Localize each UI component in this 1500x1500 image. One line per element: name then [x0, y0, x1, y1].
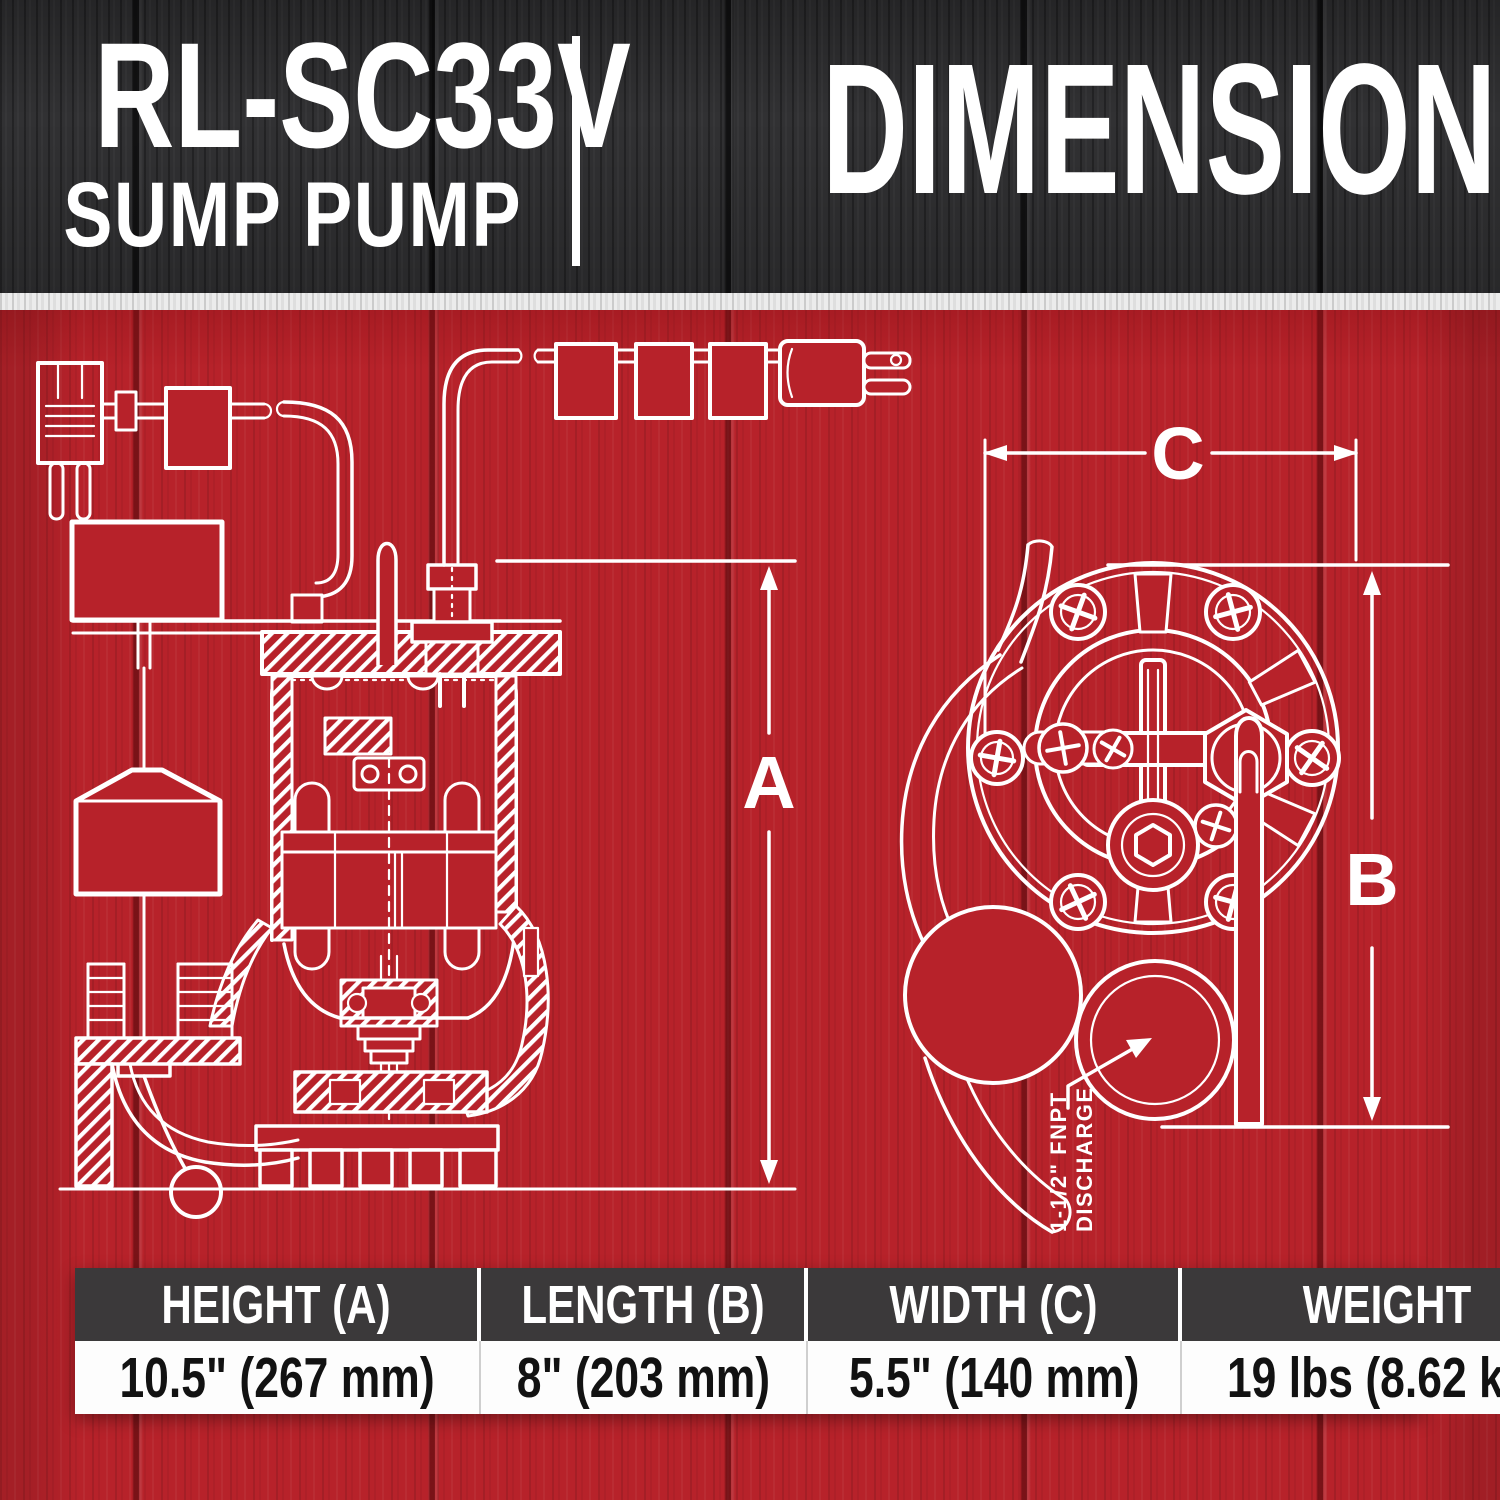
page-title-text: DIMENSIONS: [822, 26, 1500, 233]
product-model-title: RL-SC33V: [0, 20, 631, 170]
spec-col-width: WIDTH (C) 5.5" (140 mm): [807, 1268, 1183, 1414]
spec-table: HEIGHT (A) 10.5" (267 mm) LENGTH (B) 8" …: [75, 1268, 1500, 1414]
hex-boss-and-rod: [1193, 708, 1289, 1126]
spec-header-text: WEIGHT: [1302, 1274, 1471, 1335]
pump-body-cross-section: [58, 630, 797, 1191]
spec-header-cell: LENGTH (B): [481, 1268, 808, 1341]
spec-value-cell: 8" (203 mm): [481, 1341, 808, 1414]
spec-col-weight: WEIGHT 19 lbs (8.62 kg): [1182, 1268, 1500, 1414]
discharge-callout: 1-1/2" FNPT DISCHARGE: [1046, 959, 1236, 1232]
power-cord-and-plug: [442, 339, 912, 567]
spec-value-cell: 10.5" (267 mm): [75, 1341, 482, 1414]
spec-value-text: 19 lbs (8.62 kg): [1227, 1345, 1500, 1410]
spec-header-cell: HEIGHT (A): [75, 1268, 482, 1341]
header-banner: RL-SC33V SUMP PUMP DIMENSIONS: [0, 0, 1500, 293]
dimension-c: C: [983, 412, 1358, 735]
separator-stripe: [0, 293, 1500, 310]
pump-side-view-drawing: A: [36, 339, 912, 1219]
spec-value-text: 10.5" (267 mm): [119, 1345, 435, 1410]
pump-top-view-drawing: 1-1/2" FNPT DISCHARGE C B: [899, 412, 1450, 1234]
float-switch-cord: [100, 386, 354, 624]
cable-gland: [376, 541, 494, 708]
spec-value-text: 5.5" (140 mm): [848, 1345, 1140, 1410]
float-arm-and-ball: [899, 539, 1134, 1234]
spec-header-text: WIDTH (C): [888, 1274, 1098, 1335]
float-assembly: [73, 618, 223, 1219]
spec-header-text: LENGTH (B): [520, 1274, 765, 1335]
spec-value-text: 8" (203 mm): [516, 1345, 771, 1410]
float-switch-plug-icon: [36, 361, 104, 521]
spec-header-cell: WIDTH (C): [807, 1268, 1183, 1341]
technical-drawings: A: [36, 339, 1450, 1234]
discharge-note-line1: 1-1/2" FNPT: [1046, 1091, 1071, 1232]
discharge-note-line2: DISCHARGE: [1072, 1086, 1097, 1232]
dimension-c-label: C: [1151, 412, 1204, 495]
product-model-text: RL-SC33V: [94, 11, 631, 179]
dimension-b: B: [1106, 563, 1450, 1129]
spec-col-height: HEIGHT (A) 10.5" (267 mm): [75, 1268, 482, 1414]
dimension-a-label: A: [742, 741, 795, 824]
page-title: DIMENSIONS: [610, 37, 1500, 223]
spec-header-text: HEIGHT (A): [161, 1274, 391, 1335]
spec-header-cell: WEIGHT: [1182, 1268, 1500, 1341]
header-divider-line: [572, 36, 580, 266]
dimension-a: A: [495, 559, 797, 1184]
product-type-subtitle: SUMP PUMP: [0, 164, 585, 266]
product-type-text: SUMP PUMP: [63, 164, 522, 266]
spec-value-cell: 19 lbs (8.62 kg): [1182, 1341, 1500, 1414]
dimension-b-label: B: [1345, 838, 1398, 921]
spec-value-cell: 5.5" (140 mm): [807, 1341, 1183, 1414]
spec-col-length: LENGTH (B) 8" (203 mm): [481, 1268, 808, 1414]
discharge-fitting-threads: [74, 962, 300, 1188]
